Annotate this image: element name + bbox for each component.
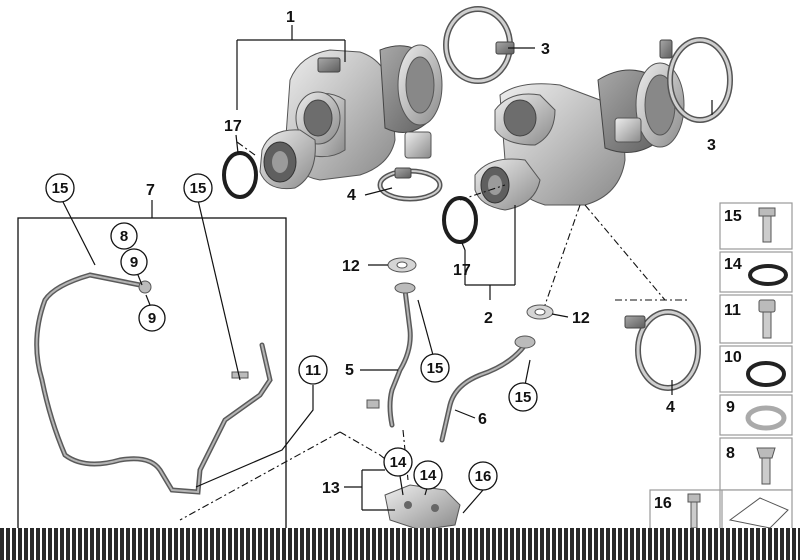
sealing-ring-upper [222,151,258,199]
callout-13: 13 [322,480,340,497]
v-band-clamp-top [443,6,515,84]
sealing-ring-lower [442,196,478,244]
oil-feed-line [366,282,416,428]
circled-callouts: 15 15 15 15 8 9 9 11 [45,173,538,491]
svg-text:9: 9 [130,254,138,271]
callout-11: 11 [298,355,328,385]
parts-legend: 15 14 11 10 9 8 16 [649,202,793,533]
coolant-line-group-box [17,217,287,549]
mounting-bracket [384,484,461,531]
gasket-lower [526,304,554,320]
v-band-clamp-lower-right [624,309,701,391]
socket-screw-icon [758,299,776,339]
callout-4-middle: 4 [347,187,356,204]
callout-17-lower: 17 [453,262,471,279]
banjo-bolt-icon [756,447,776,485]
svg-text:9: 9 [148,310,156,327]
callout-8: 8 [110,222,138,250]
callout-3-top: 3 [541,41,550,58]
oil-return-line [439,335,536,443]
svg-text:15: 15 [52,180,69,197]
callout-7: 7 [146,182,155,199]
legend-label-15: 15 [724,208,742,225]
callout-5: 5 [345,362,354,379]
callout-14-left: 14 [383,447,413,477]
leader-lines [61,25,713,521]
gasket-upper [387,257,417,273]
gasket-plate-icon [728,497,789,529]
legend-label-9: 9 [726,399,735,416]
washer-icon [745,405,787,431]
callouts: 1 2 3 3 4 4 5 6 7 12 12 13 17 17 [146,9,716,497]
o-ring-icon [748,264,788,286]
callout-2: 2 [484,310,493,327]
callout-3-right: 3 [707,137,716,154]
callout-12-lower: 12 [572,310,590,327]
turbocharger-lower [474,62,685,211]
callout-15-center: 15 [420,353,450,383]
svg-text:8: 8 [120,228,128,245]
callout-16: 16 [468,461,498,491]
callout-14-right: 14 [413,460,443,490]
svg-text:16: 16 [475,468,492,485]
legend-label-8: 8 [726,445,735,462]
turbocharger-upper [259,44,443,190]
stud-bolt-icon [687,493,701,529]
svg-text:15: 15 [515,389,532,406]
svg-text:11: 11 [305,362,321,379]
o-ring-icon [746,361,786,387]
callout-17-upper: 17 [224,118,242,135]
callout-15-mid-left: 15 [183,173,213,203]
callout-12-upper: 12 [342,258,360,275]
callout-6: 6 [478,411,487,428]
v-band-clamp-middle [377,167,443,202]
svg-text:14: 14 [420,467,437,484]
callout-9-lower: 9 [138,304,166,332]
callout-4-lower: 4 [666,399,675,416]
v-band-clamp-right [659,37,733,123]
footer-stripe [0,528,800,560]
callout-15-right: 15 [508,382,538,412]
svg-text:15: 15 [427,360,444,377]
callout-9-upper: 9 [120,248,148,276]
svg-text:14: 14 [390,454,407,471]
svg-text:15: 15 [190,180,207,197]
callout-15-left: 15 [45,173,75,203]
legend-label-11: 11 [724,302,741,319]
legend-label-10: 10 [724,349,742,366]
legend-label-16: 16 [654,495,672,512]
callout-1: 1 [286,9,295,26]
bolt-icon [758,207,776,243]
legend-label-14: 14 [724,256,742,273]
